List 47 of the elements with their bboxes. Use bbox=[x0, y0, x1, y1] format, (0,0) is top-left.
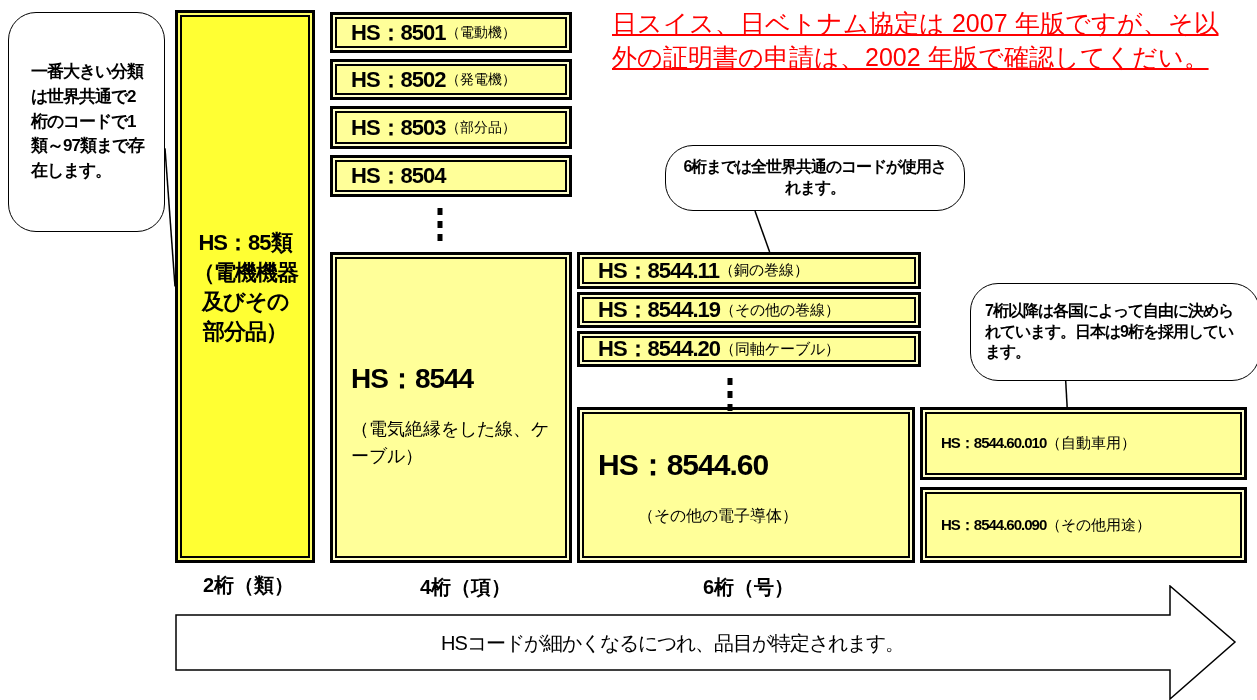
code-box bbox=[330, 59, 572, 100]
code-number: HS：8544.60.010 bbox=[941, 434, 1047, 453]
code-box bbox=[330, 12, 572, 53]
code-description: （その他の巻線） bbox=[720, 300, 841, 320]
code-heading: HS：85類 bbox=[197, 229, 294, 257]
speech-bubble bbox=[665, 145, 965, 211]
code-number: HS：8504 bbox=[351, 162, 446, 190]
column-label: 4桁（項） bbox=[420, 575, 512, 600]
code-box bbox=[330, 252, 572, 563]
code-description: （自動車用） bbox=[1046, 434, 1137, 453]
code-description: （その他の電子導体） bbox=[637, 506, 799, 526]
code-description: （発電機） bbox=[445, 70, 516, 89]
code-number: HS：8544.11 bbox=[598, 256, 719, 285]
column-label: 6桁（号） bbox=[703, 575, 795, 600]
leader-line bbox=[1064, 380, 1068, 408]
code-number: HS：8501 bbox=[351, 18, 446, 47]
code-description: （部分品） bbox=[445, 118, 516, 137]
code-number: HS：8544.60 bbox=[598, 447, 770, 483]
leader-line bbox=[754, 210, 771, 253]
code-box bbox=[920, 487, 1247, 563]
code-number: HS：8502 bbox=[351, 65, 446, 94]
code-number: HS：8503 bbox=[351, 113, 446, 142]
callout-text: 7桁以降は各国によって自由に決められています。日本は9桁を採用しています。 bbox=[985, 300, 1235, 363]
code-box bbox=[920, 407, 1247, 480]
code-number: HS：8544 bbox=[351, 362, 475, 396]
code-box bbox=[577, 252, 921, 289]
code-box bbox=[330, 155, 572, 197]
code-number: HS：8544.60.090 bbox=[941, 515, 1047, 535]
note-text: 日スイス、日ベトナム協定は 2007 年版ですが、そ以外の証明書の申請は、2002 年版で確認してくだい。 bbox=[612, 8, 1220, 73]
code-box bbox=[330, 106, 572, 149]
code-description: （同軸ケーブル） bbox=[720, 339, 841, 359]
column-label: 2桁（類） bbox=[203, 573, 295, 598]
code-number: HS：8544.19 bbox=[598, 296, 721, 324]
category-box bbox=[175, 10, 315, 563]
speech-bubble bbox=[8, 12, 165, 232]
code-description: （電気絶縁をした線、ケーブル） bbox=[351, 418, 550, 468]
code-description: （その他用途） bbox=[1046, 515, 1152, 535]
speech-bubble bbox=[970, 283, 1257, 381]
arrow-text: HSコードが細かくなるにつれ、品目が特定されます。 bbox=[440, 631, 905, 656]
code-box bbox=[577, 407, 915, 563]
code-number: HS：8544.20 bbox=[598, 335, 721, 363]
code-box bbox=[577, 292, 921, 328]
code-description: （電機機器及びその部分品） bbox=[191, 258, 299, 347]
callout-text: 一番大きい分類は世界共通で2桁のコードで1類～97類まで存在します。 bbox=[31, 61, 146, 182]
code-description: （電動機） bbox=[445, 23, 516, 42]
callout-text: 6桁までは全世界共通のコードが使用されます。 bbox=[682, 157, 948, 198]
code-box bbox=[577, 331, 921, 367]
